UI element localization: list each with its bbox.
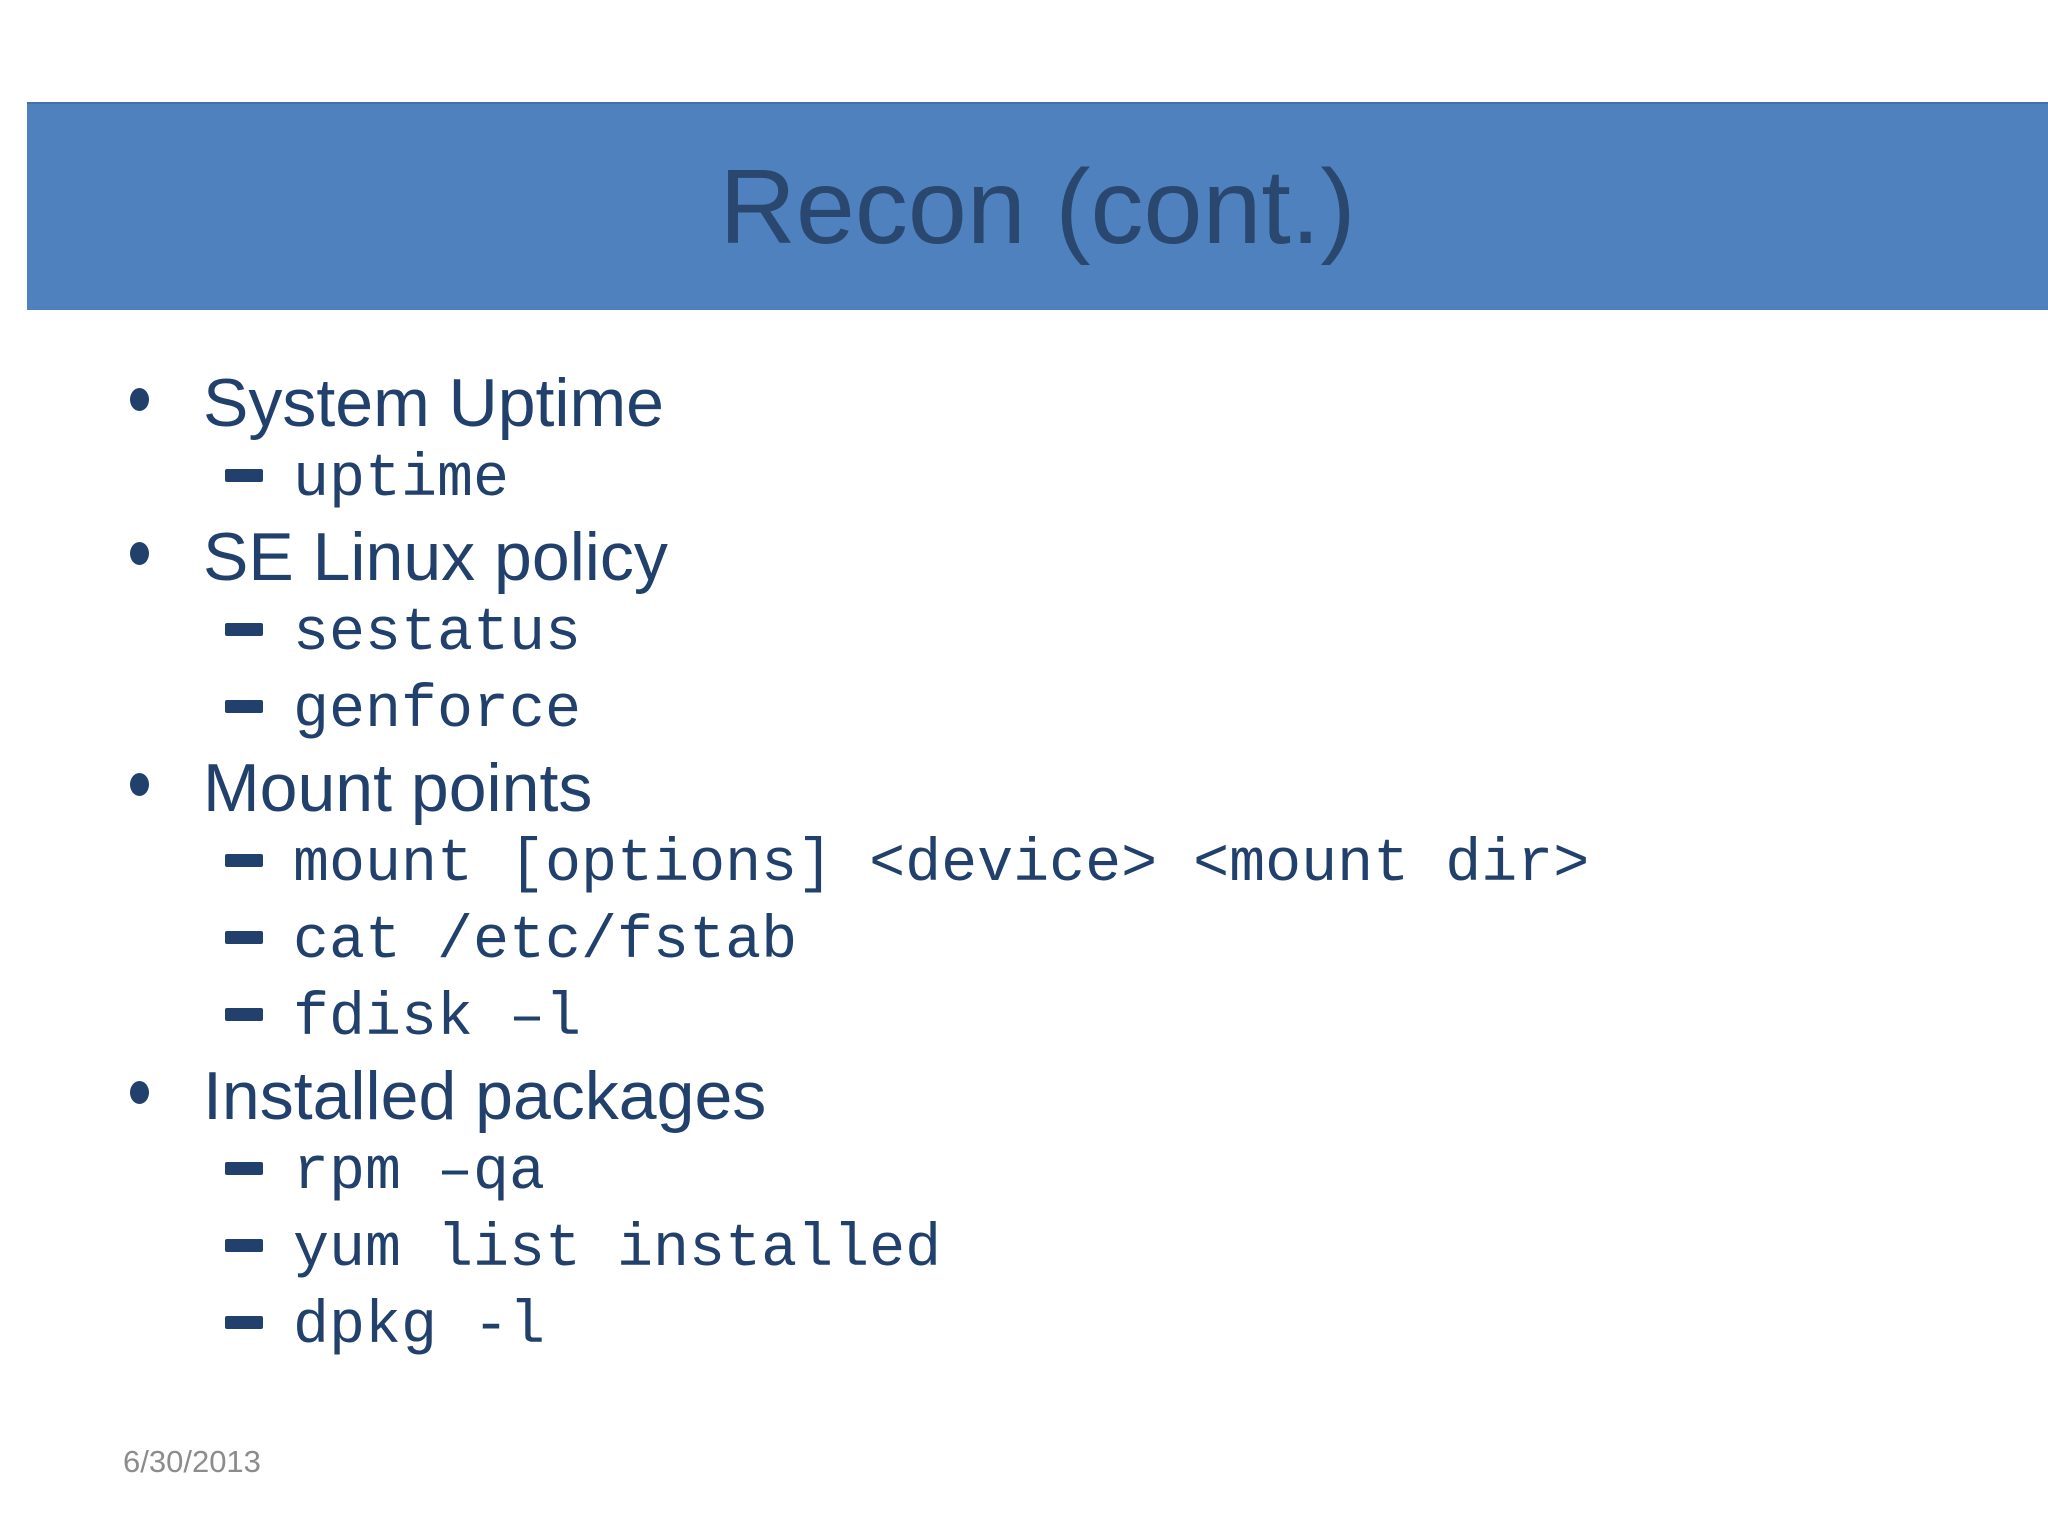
bullet-list: System Uptime uptime SE Linux policy ses… xyxy=(0,364,2048,1365)
command-item: genforce xyxy=(0,672,2048,749)
slide-title: Recon (cont.) xyxy=(719,147,1356,266)
command-text: mount [options] <device> <mount dir> xyxy=(293,830,1590,899)
bullet-label: Installed packages xyxy=(203,1057,767,1134)
command-item: mount [options] <device> <mount dir> xyxy=(0,826,2048,903)
dash-bullet-icon xyxy=(225,1316,263,1329)
circle-bullet-icon xyxy=(130,388,149,411)
command-text: yum list installed xyxy=(293,1215,942,1284)
command-text: uptime xyxy=(293,445,510,514)
command-item: dpkg -l xyxy=(0,1288,2048,1365)
command-item: rpm –qa xyxy=(0,1134,2048,1211)
command-text: genforce xyxy=(293,676,582,745)
bullet-item: System Uptime xyxy=(0,364,2048,441)
bullet-label: SE Linux policy xyxy=(203,518,668,595)
circle-bullet-icon xyxy=(130,542,149,565)
command-text: dpkg -l xyxy=(293,1292,546,1361)
dash-bullet-icon xyxy=(225,1162,263,1175)
circle-bullet-icon xyxy=(130,1081,149,1104)
command-text: fdisk –l xyxy=(293,984,582,1053)
dash-bullet-icon xyxy=(225,1008,263,1021)
command-item: sestatus xyxy=(0,595,2048,672)
bullet-label: System Uptime xyxy=(203,364,664,441)
command-text: cat /etc/fstab xyxy=(293,907,798,976)
dash-bullet-icon xyxy=(225,854,263,867)
slide-date: 6/30/2013 xyxy=(123,1444,261,1479)
command-item: cat /etc/fstab xyxy=(0,903,2048,980)
bullet-label: Mount points xyxy=(203,749,593,826)
bullet-item: Installed packages xyxy=(0,1057,2048,1134)
command-item: fdisk –l xyxy=(0,980,2048,1057)
command-item: yum list installed xyxy=(0,1211,2048,1288)
command-text: sestatus xyxy=(293,599,582,668)
circle-bullet-icon xyxy=(130,773,149,796)
dash-bullet-icon xyxy=(225,931,263,944)
dash-bullet-icon xyxy=(225,700,263,713)
command-text: rpm –qa xyxy=(293,1138,546,1207)
bullet-item: Mount points xyxy=(0,749,2048,826)
command-item: uptime xyxy=(0,441,2048,518)
dash-bullet-icon xyxy=(225,1239,263,1252)
bullet-item: SE Linux policy xyxy=(0,518,2048,595)
title-banner: Recon (cont.) xyxy=(27,102,2048,310)
dash-bullet-icon xyxy=(225,623,263,636)
dash-bullet-icon xyxy=(225,469,263,482)
